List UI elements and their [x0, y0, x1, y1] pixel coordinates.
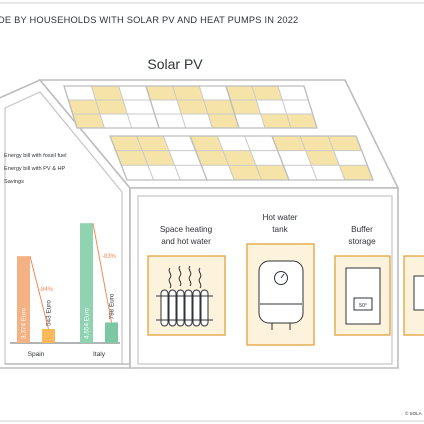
bar-value-label: 4,654 Euro [84, 307, 91, 339]
solar-panel [271, 135, 374, 181]
solar-panel-array [63, 85, 374, 181]
savings-line [92, 223, 112, 323]
chart-bar [17, 256, 30, 343]
thermostat-icon: 50° [334, 255, 391, 336]
savings-label: -83% [102, 254, 117, 260]
water-heater-icon [246, 243, 315, 346]
solar-pv-label: Solar PV [147, 56, 203, 72]
energy-bill-chart: 3,374 Euro 543 Euro -84% Spain 4,654 Euro 798… [10, 223, 120, 358]
chart-bar [42, 329, 55, 343]
chart-bar [80, 223, 93, 343]
bar-value-label: 3,374 Euro [21, 307, 28, 339]
bar-value-label: 543 Euro [46, 300, 53, 326]
solar-panel [145, 85, 240, 129]
legend-item-savings: Savings [4, 179, 24, 185]
category-label: Spain [28, 351, 45, 358]
footer-credit: © SOLA [405, 410, 422, 416]
legend-item-pv-hp: Energy bill with PV & HP [4, 166, 66, 172]
savings-label: -84% [39, 287, 54, 293]
solar-panel [63, 85, 160, 129]
solar-panel [225, 85, 318, 129]
radiator-icon [147, 255, 226, 336]
thermostat-reading: 50° [359, 303, 367, 309]
category-label: Italy [93, 351, 106, 358]
page-title: DE BY HOUSEHOLDS WITH SOLAR PV AND HEAT … [0, 15, 298, 25]
savings-line [29, 256, 49, 330]
chart-bar [105, 322, 118, 343]
bar-value-label: 798 Euro [109, 293, 116, 319]
legend: Energy bill with fossil fuel Energy bill… [4, 153, 67, 185]
legend-item-fossil: Energy bill with fossil fuel [4, 153, 67, 159]
extra-appliance-icon [403, 255, 424, 336]
solar-panel [109, 135, 208, 181]
